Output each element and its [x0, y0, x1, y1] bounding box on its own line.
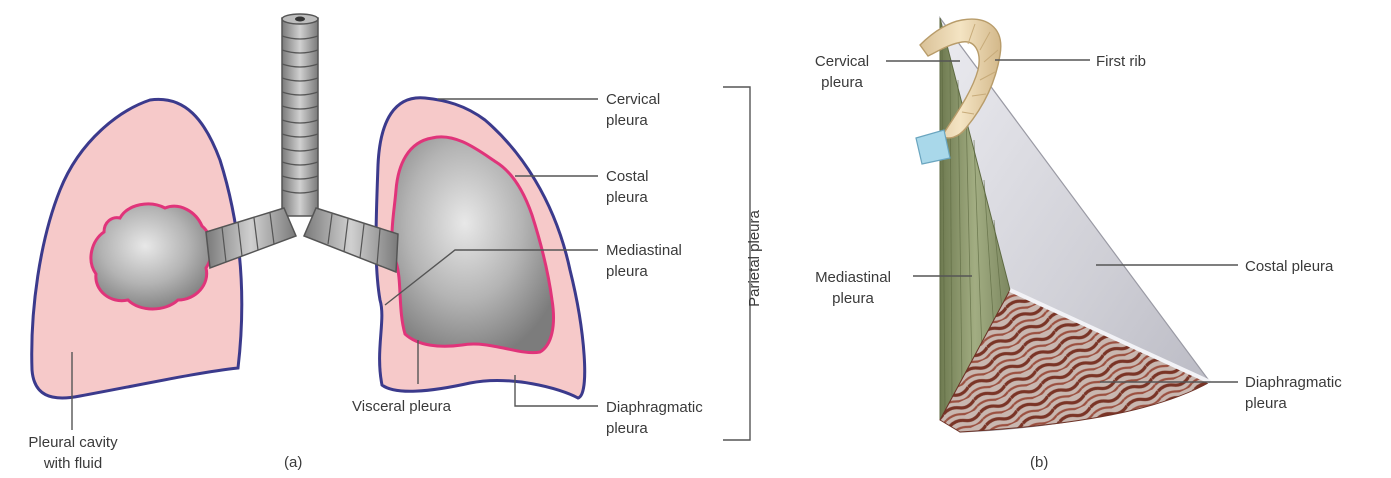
label-a-parietal-pleura: Parietal pleura: [746, 210, 763, 307]
label-b-costal-pleura: Costal pleura: [1245, 256, 1333, 277]
trachea: [282, 14, 318, 216]
costal-cartilage: [916, 130, 950, 164]
label-a-visceral-pleura: Visceral pleura: [352, 396, 451, 417]
caption-b: (b): [1030, 452, 1048, 473]
label-b-first-rib: First rib: [1096, 51, 1146, 72]
left-lung-tissue: [91, 204, 212, 309]
caption-a: (a): [284, 452, 302, 473]
